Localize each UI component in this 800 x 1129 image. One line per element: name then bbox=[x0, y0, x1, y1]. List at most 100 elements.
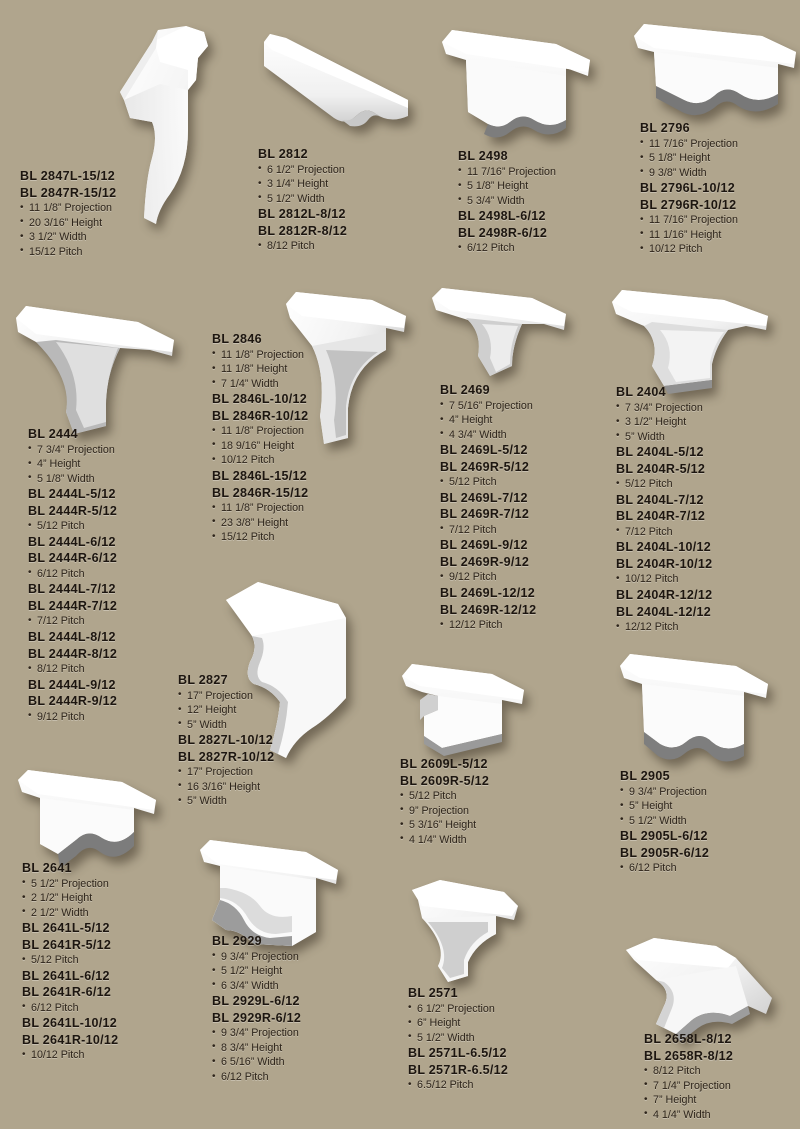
model-number: BL 2929L-6/12 bbox=[212, 994, 300, 1009]
model-number: BL 2469L-12/12 bbox=[440, 586, 535, 601]
model-number: BL 2658L-8/12 bbox=[644, 1032, 732, 1046]
spec-line: 5/12 Pitch bbox=[400, 789, 489, 804]
spec-line: 8/12 Pitch bbox=[644, 1064, 733, 1079]
spec-line: 17” Projection bbox=[178, 688, 274, 704]
spec-line: 5” Width bbox=[178, 717, 274, 733]
spec-line: 10/12 Pitch bbox=[212, 453, 308, 468]
model-number: BL 2905R-6/12 bbox=[620, 845, 710, 860]
model-number: BL 2796 bbox=[640, 121, 690, 135]
spec-line: 6 1/2” Projection bbox=[258, 162, 347, 178]
model-number: BL 2404R-5/12 bbox=[616, 461, 706, 476]
model-number: BL 2847L-15/12 bbox=[20, 169, 115, 183]
spec-line: 8 3/4” Height bbox=[212, 1040, 301, 1056]
spec-line: 10/12 Pitch bbox=[616, 572, 712, 587]
spec-line: 2 1/2” Height bbox=[22, 891, 118, 906]
model-number: BL 2846R-15/12 bbox=[212, 485, 309, 500]
spec-line: 5 1/8” Width bbox=[28, 471, 117, 487]
spec-line: 4 1/4” Width bbox=[644, 1107, 733, 1123]
spec-line: 4 1/4” Width bbox=[400, 832, 489, 848]
product-image-bl-2827 bbox=[218, 578, 363, 778]
spec-line: 5 1/8” Height bbox=[458, 179, 556, 194]
spec-line: 12” Height bbox=[178, 703, 274, 718]
spec-line: 9” Projection bbox=[400, 803, 489, 819]
spec-line: 9 3/4” Projection bbox=[212, 1026, 301, 1041]
product-image-bl-2812 bbox=[258, 28, 416, 138]
spec-line: 8/12 Pitch bbox=[28, 662, 117, 677]
product-image-bl-2444 bbox=[10, 300, 185, 445]
spec-line: 23 3/8” Height bbox=[212, 515, 308, 531]
model-number: BL 2847R-15/12 bbox=[20, 185, 117, 200]
model-number: BL 2444R-7/12 bbox=[28, 598, 118, 613]
spec-line: 11 1/8” Projection bbox=[212, 347, 308, 363]
spec-line: 6 3/4” Width bbox=[212, 978, 301, 994]
model-number: BL 2905 bbox=[620, 769, 670, 783]
specs-bl-2929: BL 29299 3/4” Projection5 1/2” Height6 3… bbox=[212, 933, 301, 1085]
model-number: BL 2846L-10/12 bbox=[212, 392, 307, 407]
model-number: BL 2444R-8/12 bbox=[28, 646, 118, 661]
product-image-bl-2571 bbox=[408, 878, 538, 996]
model-number: BL 2609L-5/12 bbox=[400, 757, 488, 771]
model-number: BL 2827L-10/12 bbox=[178, 733, 273, 748]
spec-line: 7 5/16” Projection bbox=[440, 398, 536, 414]
model-number: BL 2404R-10/12 bbox=[616, 556, 713, 571]
spec-line: 7 3/4” Projection bbox=[28, 442, 117, 458]
product-image-bl-2796 bbox=[630, 20, 800, 130]
spec-line: 5 1/8” Height bbox=[640, 151, 738, 166]
model-number: BL 2498L-6/12 bbox=[458, 209, 546, 224]
model-number: BL 2469R-9/12 bbox=[440, 554, 530, 569]
spec-line: 5/12 Pitch bbox=[28, 519, 117, 534]
product-image-bl-2469 bbox=[428, 284, 573, 389]
model-number: BL 2796L-10/12 bbox=[640, 181, 735, 196]
spec-line: 5 1/2” Width bbox=[620, 813, 709, 829]
spec-line: 6/12 Pitch bbox=[28, 566, 117, 582]
spec-line: 11 1/8” Projection bbox=[212, 424, 308, 439]
model-number: BL 2444R-5/12 bbox=[28, 503, 118, 518]
model-number: BL 2929 bbox=[212, 934, 262, 948]
spec-line: 12/12 Pitch bbox=[440, 618, 536, 633]
spec-line: 11 7/16” Projection bbox=[640, 136, 738, 152]
spec-line: 7/12 Pitch bbox=[28, 614, 117, 629]
specs-bl-2498: BL 249811 7/16” Projection5 1/8” Height5… bbox=[458, 148, 556, 256]
spec-line: 5” Height bbox=[620, 799, 709, 814]
spec-line: 5/12 Pitch bbox=[22, 953, 118, 968]
spec-line: 20 3/16” Height bbox=[20, 215, 116, 231]
model-number: BL 2444R-9/12 bbox=[28, 694, 118, 709]
spec-line: 6/12 Pitch bbox=[620, 861, 709, 876]
model-number: BL 2469L-9/12 bbox=[440, 538, 528, 553]
specs-bl-2444: BL 24447 3/4” Projection4” Height5 1/8” … bbox=[28, 426, 117, 724]
spec-line: 10/12 Pitch bbox=[22, 1048, 118, 1063]
product-image-bl-2905 bbox=[616, 650, 776, 778]
product-image-bl-2846 bbox=[282, 288, 412, 453]
model-number: BL 2827R-10/12 bbox=[178, 749, 275, 764]
model-number: BL 2609R-5/12 bbox=[400, 773, 490, 788]
spec-line: 4 3/4” Width bbox=[440, 427, 536, 443]
model-number: BL 2658R-8/12 bbox=[644, 1048, 734, 1063]
spec-line: 16 3/16” Height bbox=[178, 779, 274, 795]
specs-bl-2609: BL 2609L-5/12 BL 2609R-5/125/12 Pitch9” P… bbox=[400, 756, 489, 847]
spec-line: 6/12 Pitch bbox=[458, 241, 556, 256]
model-number: BL 2571L-6.5/12 bbox=[408, 1046, 507, 1061]
spec-line: 10/12 Pitch bbox=[640, 242, 738, 257]
specs-bl-2827: BL 282717” Projection12” Height5” WidthB… bbox=[178, 672, 274, 809]
model-number: BL 2444L-6/12 bbox=[28, 534, 116, 549]
spec-line: 5/12 Pitch bbox=[616, 477, 712, 492]
model-number: BL 2812L-8/12 bbox=[258, 207, 346, 222]
model-number: BL 2498 bbox=[458, 149, 508, 163]
spec-line: 15/12 Pitch bbox=[212, 530, 308, 545]
spec-line: 5 1/2” Projection bbox=[22, 876, 118, 892]
spec-line: 5 3/4” Width bbox=[458, 193, 556, 209]
spec-line: 7 1/4” Width bbox=[212, 376, 308, 392]
spec-line: 2 1/2” Width bbox=[22, 905, 118, 921]
model-number: BL 2812 bbox=[258, 147, 308, 161]
product-image-bl-2498 bbox=[438, 24, 600, 149]
spec-line: 9/12 Pitch bbox=[28, 709, 117, 725]
model-number: BL 2404L-5/12 bbox=[616, 445, 704, 460]
spec-line: 5/12 Pitch bbox=[440, 475, 536, 490]
spec-line: 18 9/16” Height bbox=[212, 438, 308, 454]
spec-line: 7/12 Pitch bbox=[616, 524, 712, 540]
spec-line: 15/12 Pitch bbox=[20, 244, 116, 260]
spec-line: 6/12 Pitch bbox=[22, 1000, 118, 1016]
